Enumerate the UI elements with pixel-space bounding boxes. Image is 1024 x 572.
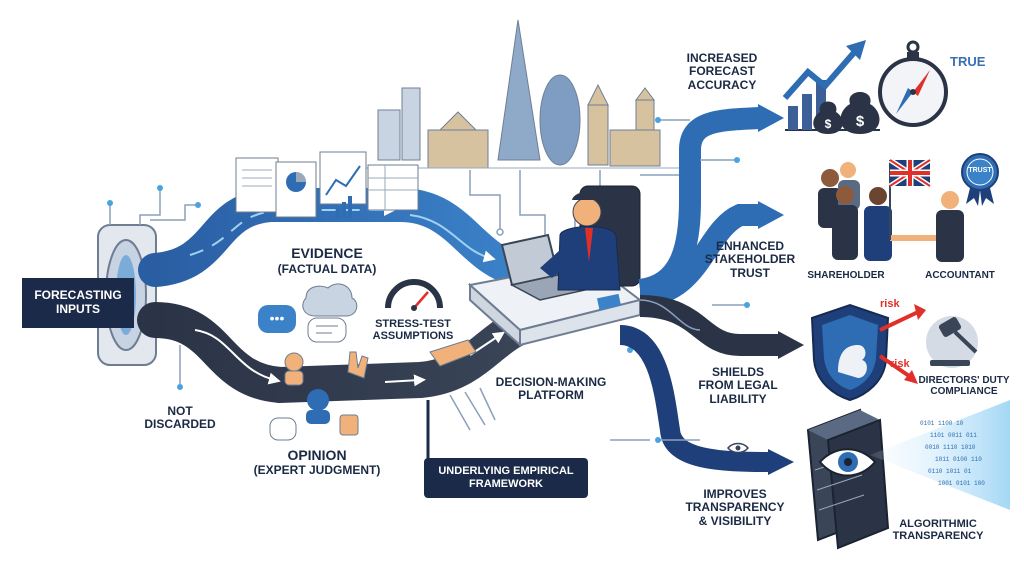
eye-icon	[818, 448, 877, 477]
svg-text:0101 1100 10: 0101 1100 10	[920, 420, 964, 427]
server-icon	[806, 408, 890, 550]
outcome-circuits	[610, 117, 750, 443]
platform-label: DECISION-MAKING PLATFORM	[495, 375, 607, 403]
opinion-title: OPINION	[287, 447, 347, 463]
evidence-subtitle: (FACTUAL DATA)	[277, 262, 377, 276]
small-eye-icon	[727, 442, 749, 454]
shareholder-label: SHAREHOLDER	[807, 270, 885, 281]
city-skyline-icon	[360, 19, 690, 169]
trust-label: ENHANCED STAKEHOLDER TRUST	[704, 239, 796, 280]
risk-label-upper: risk	[880, 298, 900, 310]
data-beam	[870, 400, 1010, 510]
forecasting-inputs-label: FORECASTING INPUTS	[22, 278, 134, 328]
svg-text:•••: •••	[270, 310, 285, 326]
directors-label: DIRECTORS' DUTY COMPLIANCE	[918, 375, 1010, 398]
businessman-icon	[540, 185, 641, 291]
svg-text:$: $	[825, 117, 832, 131]
stakeholder-people-icon	[818, 162, 964, 262]
union-jack-flag-icon	[888, 157, 932, 240]
opinion-subtitle: (EXPERT JUDGMENT)	[253, 463, 381, 477]
svg-text:0010 1110 1010: 0010 1110 1010	[925, 444, 976, 451]
gauge-icon	[385, 279, 443, 311]
expert-people-icon	[284, 339, 477, 436]
risk-arrows	[878, 304, 926, 384]
gavel-icon	[926, 316, 978, 368]
trust-badge-text: TRUST	[968, 167, 992, 174]
platform-circuits	[449, 347, 633, 431]
trust-badge-icon	[961, 153, 999, 206]
risk-label-lower: risk	[890, 358, 910, 370]
not-discarded-label: NOT DISCARDED	[144, 404, 216, 432]
svg-text:0110 1011 01: 0110 1011 01	[928, 468, 972, 475]
svg-text:1001 0101 100: 1001 0101 100	[938, 480, 985, 487]
svg-text:1101 0011 011: 1101 0011 011	[930, 432, 977, 439]
money-bag-icon: $ $	[813, 92, 880, 134]
opinion-path	[137, 302, 558, 404]
document-charts-icon	[235, 151, 419, 218]
framework-label: UNDERLYING EMPIRICAL FRAMEWORK	[424, 458, 588, 498]
accuracy-label: INCREASED FORECAST ACCURACY	[686, 51, 758, 92]
speech-bubble-icon: •••	[258, 283, 358, 441]
true-label: TRUE	[950, 54, 986, 69]
transparency-label: IMPROVES TRANSPARENCY & VISIBILITY	[685, 487, 785, 528]
algorithmic-label: ALGORITHMIC TRANSPARENCY	[892, 518, 984, 543]
evidence-title: EVIDENCE	[291, 245, 363, 261]
svg-text:1011 0100 110: 1011 0100 110	[935, 456, 982, 463]
binary-stream: 0101 1100 10 1101 0011 011 0010 1110 101…	[920, 420, 985, 487]
shields-label: SHIELDS FROM LEGAL LIABILITY	[698, 365, 778, 406]
svg-text:$: $	[856, 113, 865, 130]
funnel-circuits	[107, 185, 201, 390]
outcome-branches	[618, 104, 804, 475]
accountant-label: ACCOUNTANT	[925, 270, 995, 281]
stress-test-label: STRESS-TEST ASSUMPTIONS	[372, 318, 454, 343]
lion-shield-icon	[810, 303, 890, 402]
compass-icon	[878, 40, 948, 127]
